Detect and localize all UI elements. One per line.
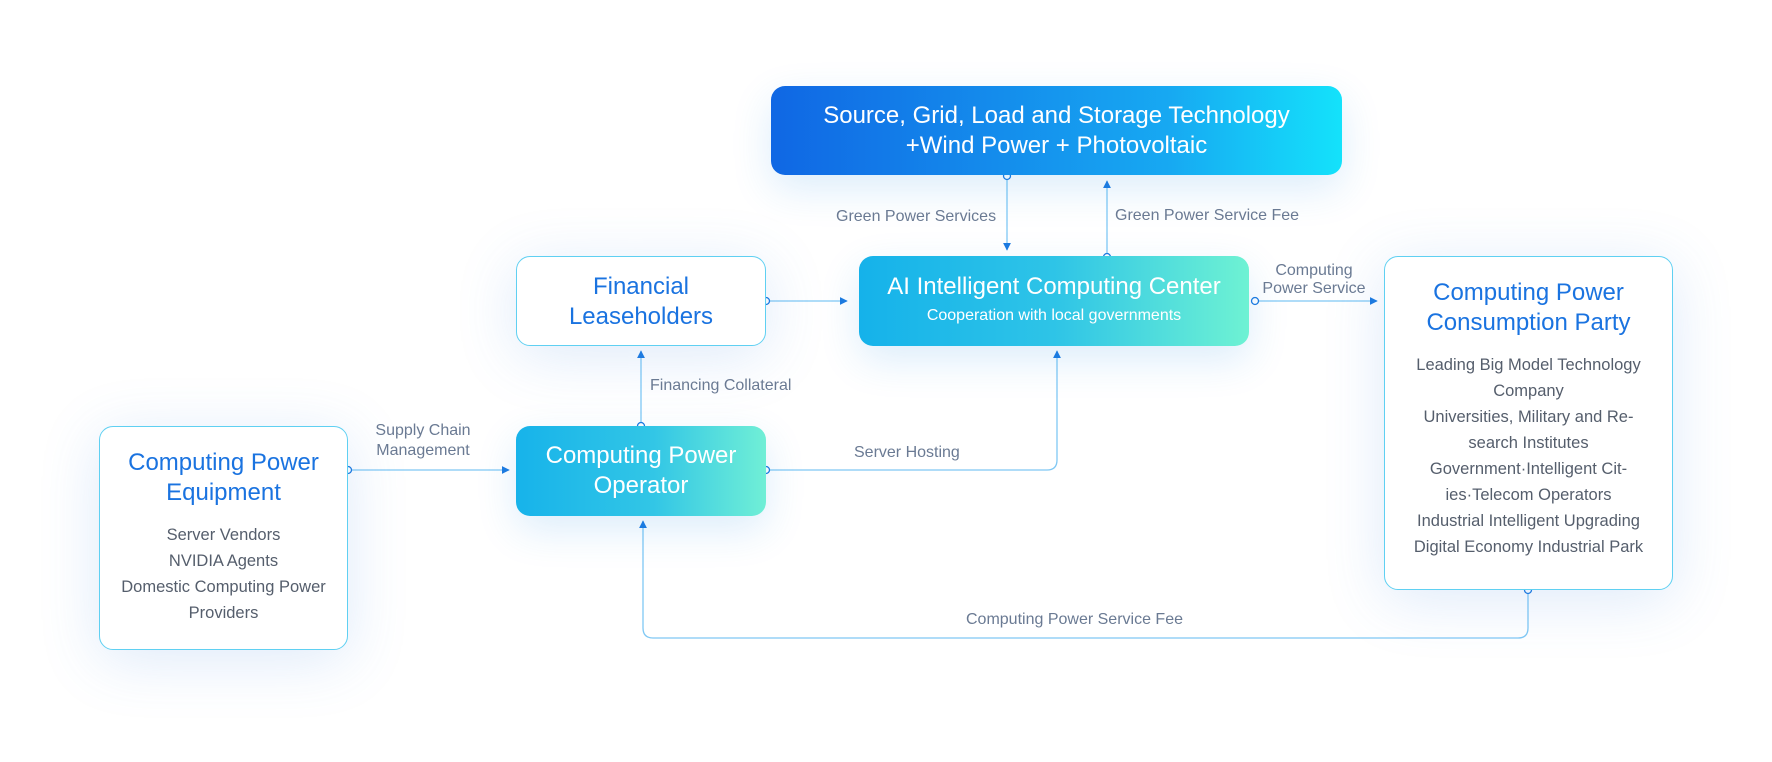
label-supply-chain-management: Supply Chain Management	[363, 421, 483, 461]
equipment-title-line1: Computing Power	[128, 449, 319, 476]
energy-node-title-line2: +Wind Power + Photovoltaic	[905, 132, 1208, 159]
list-item: Server Vendors	[166, 526, 281, 544]
computing-power-operator-node: Computing Power Operator	[516, 426, 766, 516]
list-item: Digital Economy Industrial Park	[1413, 538, 1644, 556]
ai-computing-center-node: AI Intelligent Computing Center Cooperat…	[859, 256, 1249, 346]
label-green-power-services: Green Power Services	[836, 208, 997, 225]
operator-title-line1: Computing Power	[545, 442, 737, 469]
ai-computing-center-subtitle: Cooperation with local governments	[926, 307, 1182, 324]
label-server-hosting: Server Hosting	[854, 444, 960, 461]
financial-leaseholders-node: Financial Leaseholders	[516, 256, 766, 346]
energy-node: Source, Grid, Load and Storage Technolog…	[771, 86, 1342, 175]
connector-computing-power-service-fee	[639, 520, 1529, 639]
consumption-item-list: Leading Big Model Technology Company Uni…	[1385, 352, 1672, 560]
computing-power-equipment-node: Computing Power Equipment Server Vendors…	[99, 426, 348, 650]
label-computing-power-service-line1: Computing	[1275, 262, 1353, 279]
list-item: Leading Big Model Technology	[1416, 356, 1641, 374]
equipment-item-list: Server Vendors NVIDIA Agents Domestic Co…	[100, 522, 347, 626]
list-item: Providers	[188, 604, 259, 622]
list-item: ies·Telecom Operators	[1445, 486, 1612, 504]
ai-computing-center-title: AI Intelligent Computing Center	[887, 273, 1221, 300]
connector-server-hosting	[766, 350, 1061, 471]
list-item: search Institutes	[1468, 434, 1589, 452]
port-dot	[1250, 296, 1260, 306]
list-item: Industrial Intelligent Upgrading	[1417, 512, 1640, 530]
consumption-title-line2: Consumption Party	[1426, 309, 1631, 336]
energy-node-title-line1: Source, Grid, Load and Storage Technolog…	[823, 102, 1290, 129]
list-item: Company	[1493, 382, 1564, 400]
label-supply-chain-line2: Management	[376, 442, 470, 459]
label-computing-power-service-line2: Power Service	[1262, 280, 1366, 297]
label-green-power-service-fee: Green Power Service Fee	[1115, 207, 1300, 224]
equipment-title-line2: Equipment	[166, 479, 281, 506]
list-item: NVIDIA Agents	[168, 552, 279, 570]
consumption-title-line1: Computing Power	[1433, 279, 1624, 306]
label-computing-power-service: Computing Power Service	[1254, 262, 1374, 298]
computing-power-consumption-party-node: Computing Power Consumption Party Leadin…	[1384, 256, 1673, 590]
financial-leaseholders-title-line2: Leaseholders	[568, 303, 714, 330]
label-computing-power-service-fee: Computing Power Service Fee	[966, 611, 1183, 628]
operator-title-line2: Operator	[593, 472, 689, 499]
list-item: Domestic Computing Power	[121, 578, 326, 596]
list-item: Government·Intelligent Cit-	[1429, 460, 1628, 478]
label-financing-collateral: Financing Collateral	[650, 377, 792, 394]
label-supply-chain-line1: Supply Chain	[375, 422, 471, 439]
financial-leaseholders-title-line1: Financial	[592, 273, 690, 300]
list-item: Universities, Military and Re-	[1423, 408, 1634, 426]
